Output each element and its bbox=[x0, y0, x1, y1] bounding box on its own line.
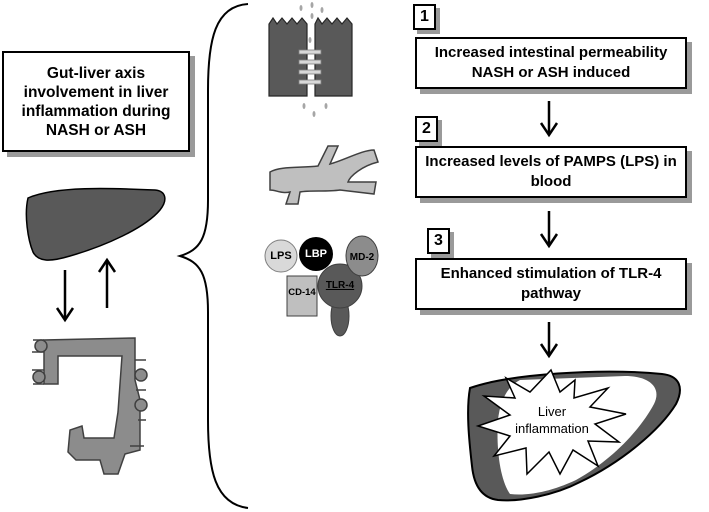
label-tlr4: TLR-4 bbox=[325, 279, 355, 291]
flow-arrows bbox=[539, 101, 559, 359]
step-3-text: Enhanced stimulation of TLR-4 pathway bbox=[440, 265, 662, 302]
step-2-box: Increased levels of PAMPS (LPS) in blood bbox=[415, 146, 687, 198]
inflammation-burst bbox=[475, 368, 627, 476]
label-lps: LPS bbox=[270, 250, 292, 262]
blood-vessel-icon bbox=[269, 145, 379, 205]
step-1-text: Increased intestinal permeability NASH o… bbox=[434, 44, 668, 81]
step-2-text: Increased levels of PAMPS (LPS) in blood bbox=[425, 153, 677, 190]
colon-icon bbox=[32, 337, 148, 475]
step-1-box: Increased intestinal permeability NASH o… bbox=[415, 37, 687, 89]
tlr4-receptor-complex bbox=[264, 235, 379, 337]
title-text: Gut-liver axis involvement in liver infl… bbox=[21, 64, 171, 139]
liver-icon bbox=[25, 187, 166, 261]
outcome-label: Liver inflammation bbox=[515, 404, 589, 436]
step-3-number: 3 bbox=[427, 228, 450, 254]
label-md2: MD-2 bbox=[349, 251, 375, 263]
label-lbp: LBP bbox=[305, 248, 327, 260]
step-2-number: 2 bbox=[415, 116, 438, 142]
inflamed-liver-icon bbox=[467, 368, 681, 502]
step-3-box: Enhanced stimulation of TLR-4 pathway bbox=[415, 258, 687, 310]
label-cd14: CD-14 bbox=[288, 286, 316, 298]
intestinal-epithelium-icon bbox=[268, 2, 353, 117]
gut-liver-arrows bbox=[55, 257, 117, 323]
step-1-number: 1 bbox=[413, 4, 436, 30]
curly-brace bbox=[176, 3, 249, 509]
title-box: Gut-liver axis involvement in liver infl… bbox=[2, 51, 190, 152]
